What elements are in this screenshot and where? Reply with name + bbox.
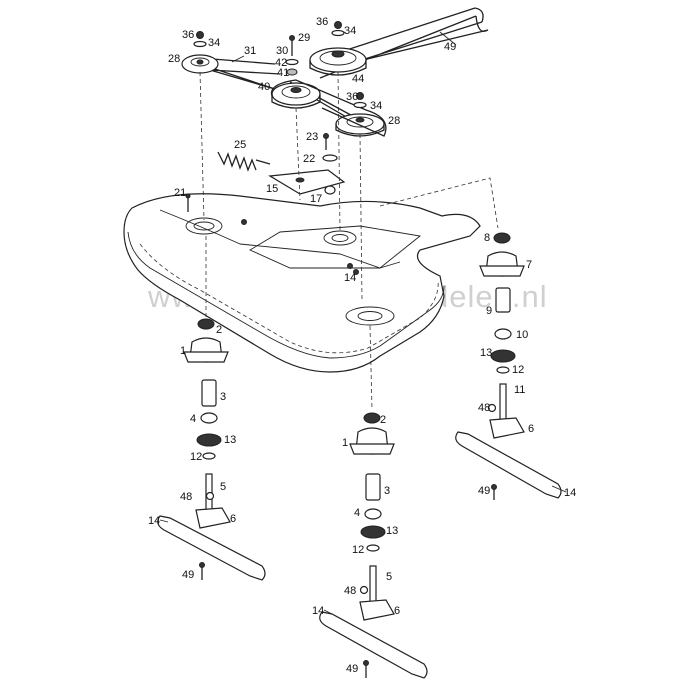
callout-40: 40 <box>258 81 270 93</box>
callout-49c: 49 <box>346 663 358 675</box>
spindle-assembly-left <box>183 318 231 529</box>
idler-bracket-21 <box>268 169 346 195</box>
callout-13: 12 <box>512 364 524 376</box>
callout-17b: 14 <box>148 515 160 527</box>
callout-5: 5 <box>220 481 226 493</box>
callout-13b: 12 <box>190 451 202 463</box>
callout-41: 41 <box>277 67 289 79</box>
spindle-assembly-center <box>349 412 395 621</box>
mower-deck-housing <box>123 193 481 373</box>
callout-14c: 13 <box>386 525 398 537</box>
callout-48b: 48 <box>180 491 192 503</box>
callout-1c: 1 <box>342 437 348 449</box>
callout-30: 28 <box>168 53 180 65</box>
callout-45: 49 <box>444 41 456 53</box>
callout-37b: 36 <box>316 16 328 28</box>
callout-28: 25 <box>234 139 246 151</box>
callout-25: 21 <box>174 187 186 199</box>
tension-spring-28 <box>217 151 271 172</box>
bolt-29-washer-23 <box>322 133 338 162</box>
callout-17: 14 <box>564 487 576 499</box>
pulley-30-left <box>181 54 219 74</box>
callout-7: 7 <box>526 259 532 271</box>
callout-42: 42 <box>275 57 287 69</box>
callout-6c: 6 <box>394 605 400 617</box>
callout-32: 30 <box>276 45 288 57</box>
callout-12: 6 <box>528 423 534 435</box>
v-belt-45 <box>319 7 489 79</box>
callout-1: 1 <box>180 345 186 357</box>
callout-8: 8 <box>484 232 490 244</box>
blade-center <box>319 611 428 679</box>
callout-37: 36 <box>182 29 194 41</box>
callout-6: 6 <box>230 513 236 525</box>
callout-10: 10 <box>516 329 528 341</box>
callout-30b: 28 <box>388 115 400 127</box>
callout-13c: 12 <box>352 544 364 556</box>
callout-labels: 36 34 28 31 29 30 42 41 40 36 34 49 44 3… <box>148 16 576 675</box>
callout-23: 22 <box>303 153 315 165</box>
callout-4c: 4 <box>354 507 360 519</box>
callout-37c: 36 <box>346 91 358 103</box>
callout-4: 4 <box>190 413 196 425</box>
callout-14b: 13 <box>224 434 236 446</box>
callout-11: 11 <box>514 384 525 396</box>
callout-15: 14 <box>344 272 356 284</box>
pulley-44-top <box>309 47 367 76</box>
callout-48c: 48 <box>344 585 356 597</box>
callout-31: 29 <box>298 32 310 44</box>
blade-right <box>455 431 562 499</box>
callout-29: 23 <box>306 131 318 143</box>
nuts-washers-top <box>193 21 367 109</box>
belt-44-loop <box>270 79 387 137</box>
callout-36b: 34 <box>344 25 356 37</box>
callout-2: 2 <box>216 324 222 336</box>
callout-36c: 34 <box>370 100 382 112</box>
callout-49: 49 <box>478 485 490 497</box>
spindle-assembly-right <box>479 232 525 439</box>
callout-3c: 3 <box>384 485 390 497</box>
callout-49b: 49 <box>182 569 194 581</box>
callout-9: 9 <box>486 305 492 317</box>
assembly-guide-lines <box>199 71 499 411</box>
callout-22: 17 <box>310 193 322 205</box>
blade-left <box>157 515 266 581</box>
callout-17c: 14 <box>312 605 324 617</box>
callout-44: 44 <box>352 73 364 85</box>
callout-14: 13 <box>480 347 492 359</box>
leader-lines <box>159 31 567 615</box>
callout-3: 3 <box>220 391 226 403</box>
callout-36: 34 <box>208 37 220 49</box>
callout-48: 48 <box>478 402 490 414</box>
callout-2c: 2 <box>380 414 386 426</box>
callout-34: 31 <box>244 45 256 57</box>
callout-5c: 5 <box>386 571 392 583</box>
callout-21: 15 <box>266 183 278 195</box>
blade-bolts <box>199 403 497 678</box>
